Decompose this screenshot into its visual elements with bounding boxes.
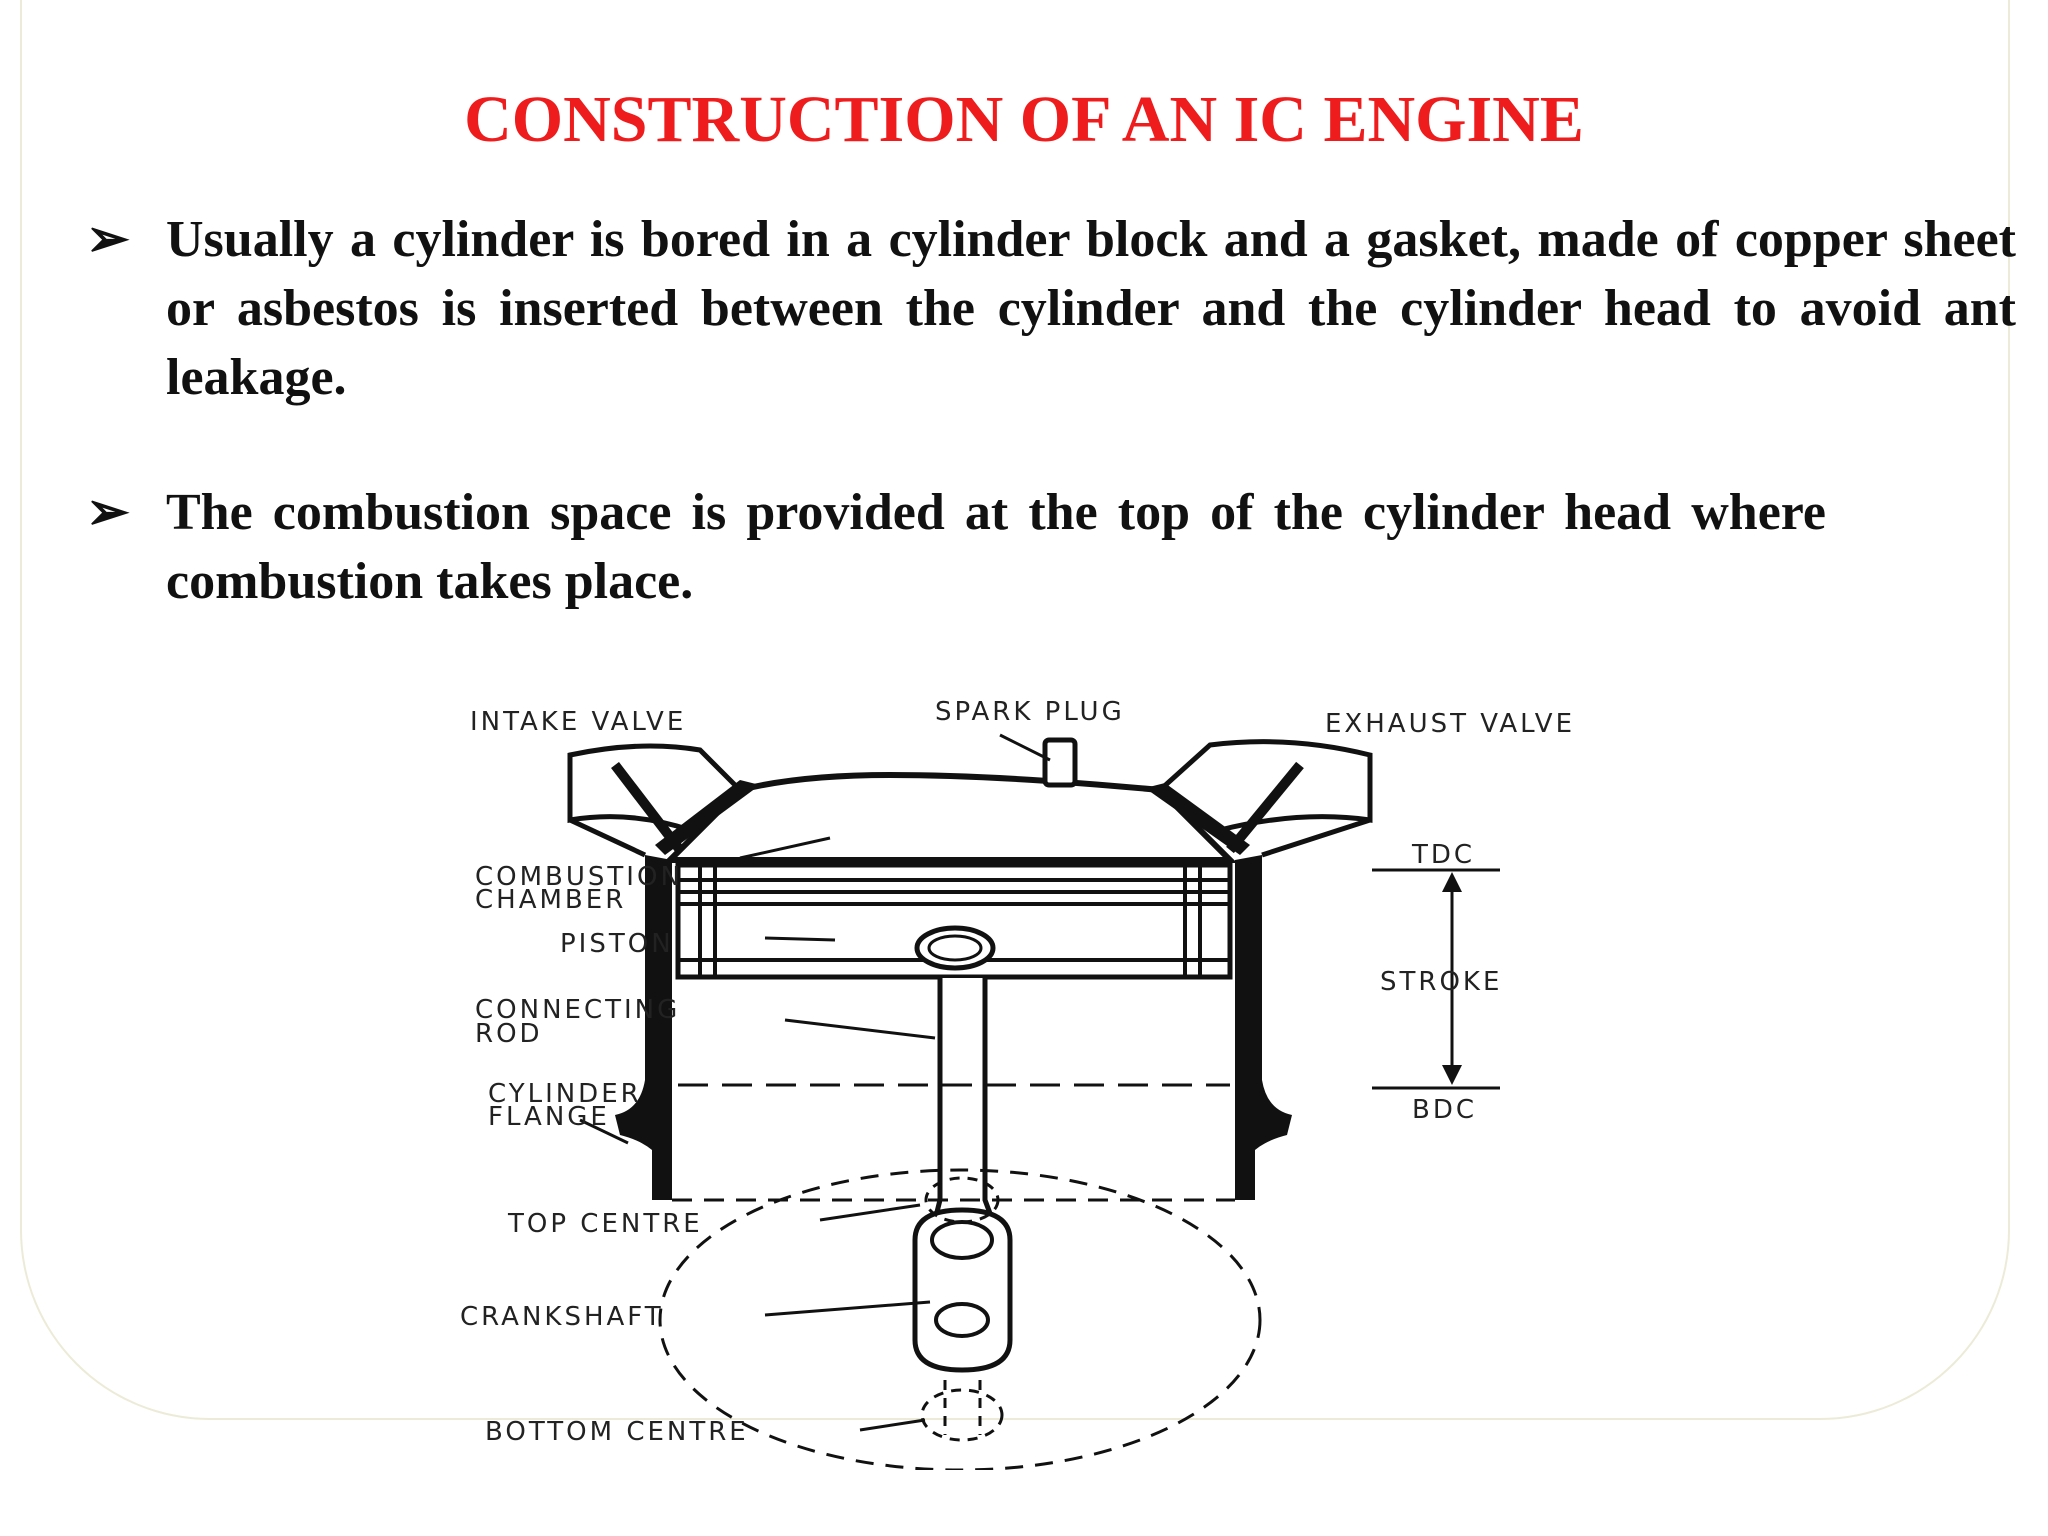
bullet-item-1: ➢ Usually a cylinder is bored in a cylin…: [86, 205, 2016, 412]
bullet-arrow-icon: ➢: [86, 211, 130, 268]
exhaust-valve-stem: [1226, 761, 1304, 854]
gudgeon-pin: [914, 925, 996, 971]
spark-plug: [1042, 737, 1078, 788]
cylinder-wall-left: [615, 855, 672, 1200]
bullet-arrow-icon: ➢: [86, 484, 130, 541]
label-combustion-chamber-1: COMBUSTION: [475, 862, 683, 892]
label-cylinder-flange-1: CYLINDER: [488, 1079, 642, 1109]
bullet-text-1: Usually a cylinder is bored in a cylinde…: [166, 211, 2016, 406]
ic-engine-diagram: INTAKE VALVE SPARK PLUG EXHAUST VALVE CO…: [460, 697, 1575, 1470]
cylinder-head: [662, 771, 1238, 863]
label-intake-valve: INTAKE VALVE: [470, 707, 686, 737]
exhaust-valve-head: [1145, 783, 1250, 855]
label-combustion-chamber-2: CHAMBER: [475, 885, 626, 915]
label-stroke: STROKE: [1380, 967, 1502, 997]
label-bdc: BDC: [1412, 1095, 1477, 1125]
label-piston: PISTON: [560, 929, 674, 959]
label-tdc: TDC: [1411, 840, 1475, 870]
slide-title: CONSTRUCTION OF AN IC ENGINE: [464, 83, 1584, 156]
label-bottom-centre: BOTTOM CENTRE: [485, 1417, 749, 1447]
slide-frame: [20, 0, 2010, 1420]
exhaust-port: [1155, 739, 1373, 833]
bullet-item-2: ➢ The combustion space is provided at th…: [86, 478, 1826, 616]
label-connecting-rod-1: CONNECTING: [475, 995, 680, 1025]
cylinder-wall-right: [1235, 855, 1292, 1200]
label-connecting-rod-2: ROD: [475, 1019, 543, 1049]
intake-valve-head: [655, 780, 760, 855]
label-exhaust-valve: EXHAUST VALVE: [1325, 709, 1575, 739]
label-top-centre: TOP CENTRE: [507, 1209, 703, 1239]
label-crankshaft: CRANKSHAFT: [460, 1302, 664, 1332]
label-cylinder-flange-2: FLANGE: [488, 1102, 610, 1132]
label-spark-plug: SPARK PLUG: [935, 697, 1125, 727]
crank-circle: [658, 1168, 1262, 1470]
crank-pin: [912, 1207, 1013, 1373]
bullet-text-2: The combustion space is provided at the …: [166, 484, 1826, 610]
